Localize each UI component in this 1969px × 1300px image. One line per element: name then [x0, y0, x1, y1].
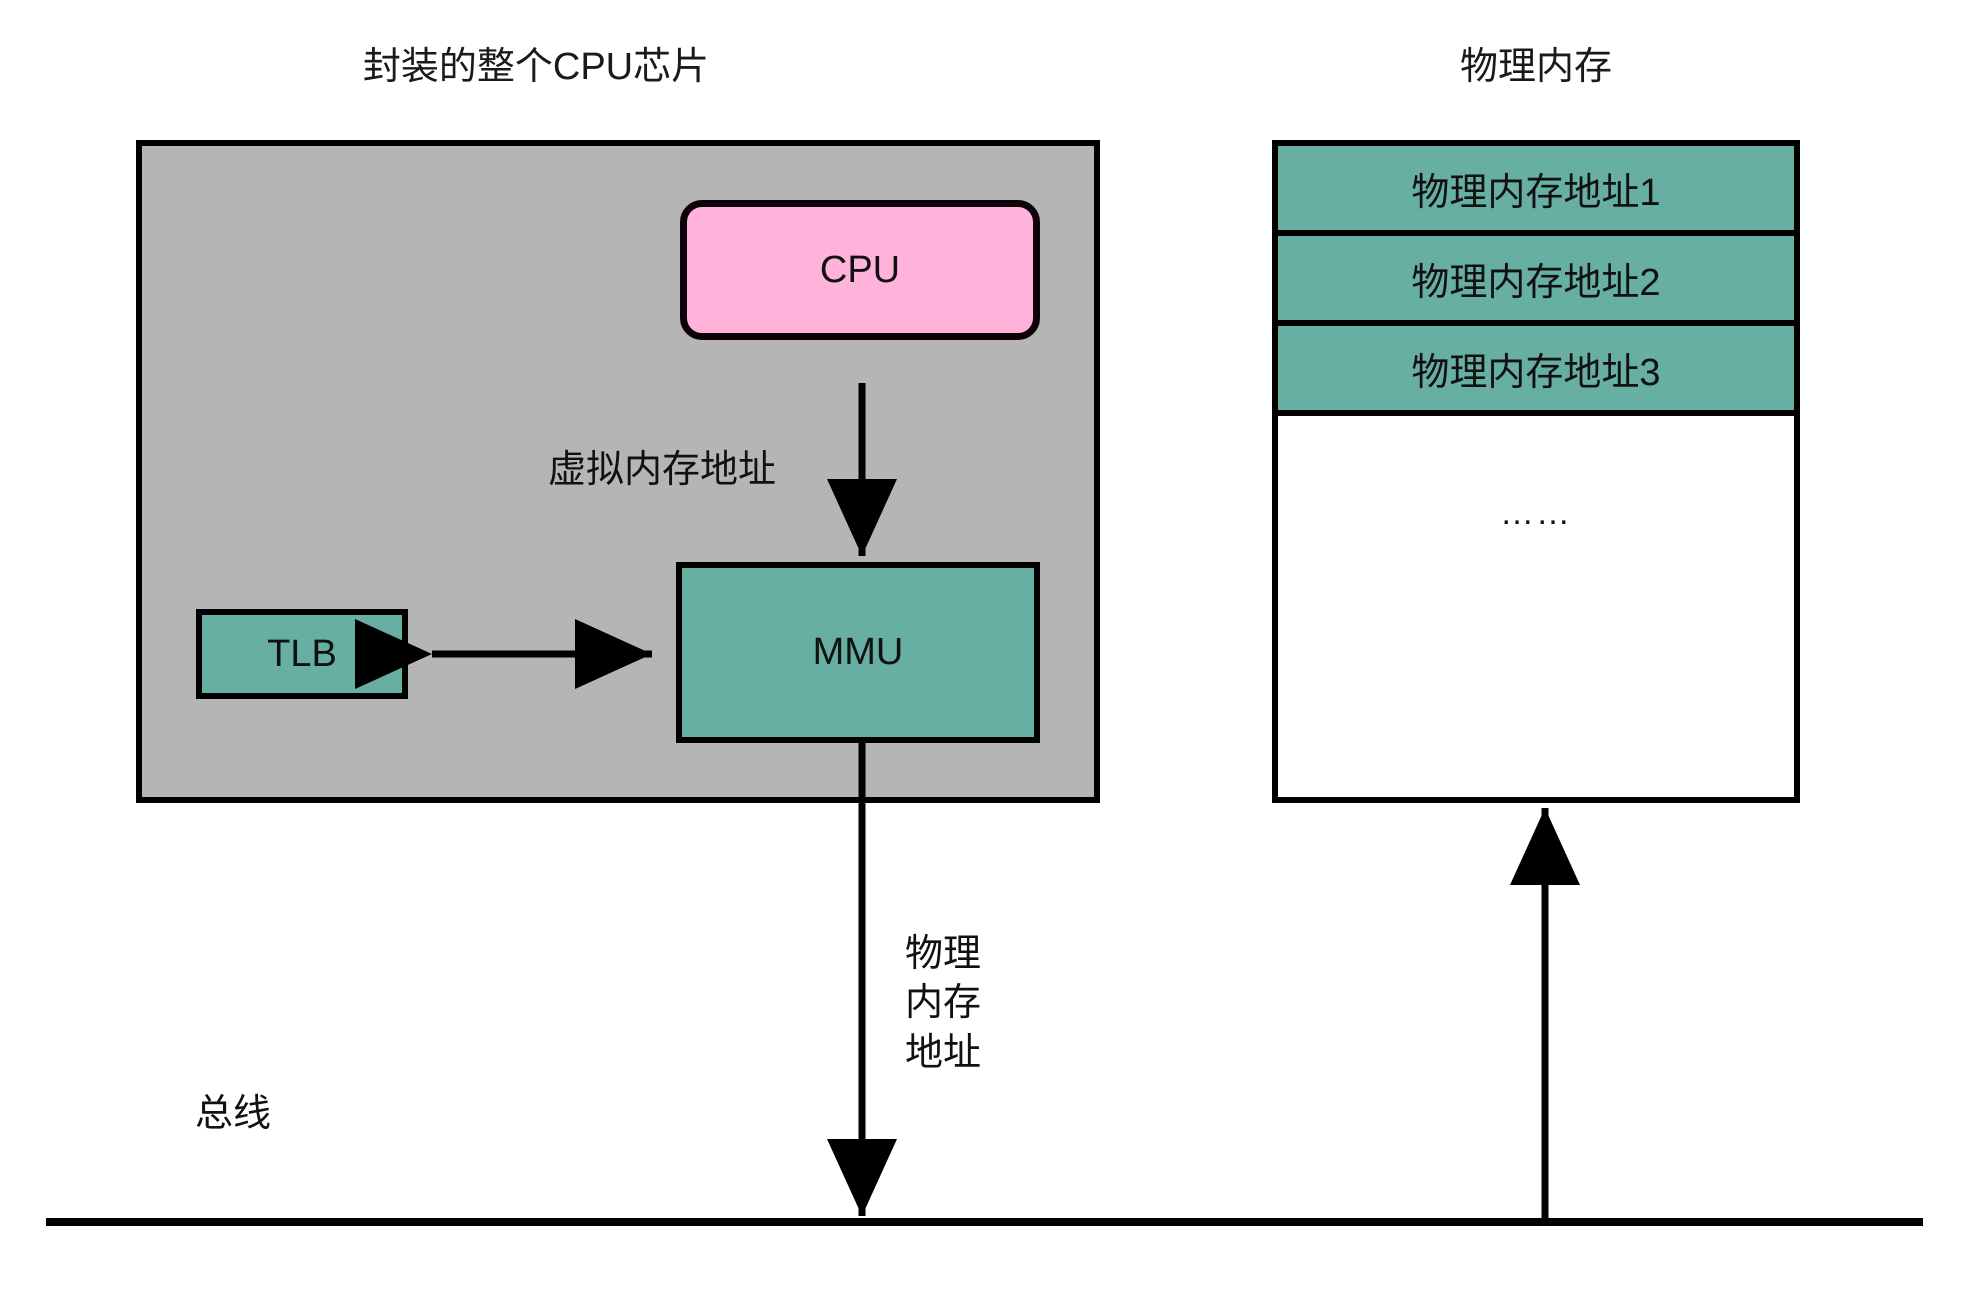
physical-memory-title: 物理内存 [1459, 46, 1612, 88]
memory-ellipsis: …… [1278, 416, 1794, 797]
mmu-block[interactable]: MMU [676, 562, 1040, 743]
physical-address-label: 物理 内存 地址 [905, 933, 982, 1074]
cpu-block[interactable]: CPU [680, 200, 1040, 340]
tlb-block-label: TLB [267, 632, 337, 675]
tlb-block[interactable]: TLB [196, 609, 408, 699]
memory-row[interactable]: 物理内存地址2 [1278, 236, 1794, 326]
virtual-address-label: 虚拟内存地址 [548, 449, 777, 491]
memory-row[interactable]: 物理内存地址1 [1278, 146, 1794, 236]
physical-memory-block: 物理内存地址1 物理内存地址2 物理内存地址3 …… [1272, 140, 1800, 803]
memory-row[interactable]: 物理内存地址3 [1278, 326, 1794, 416]
cpu-block-label: CPU [819, 248, 901, 291]
bus-label: 总线 [195, 1093, 272, 1135]
mmu-block-label: MMU [812, 631, 904, 673]
chip-package-title: 封装的整个CPU芯片 [362, 46, 710, 88]
